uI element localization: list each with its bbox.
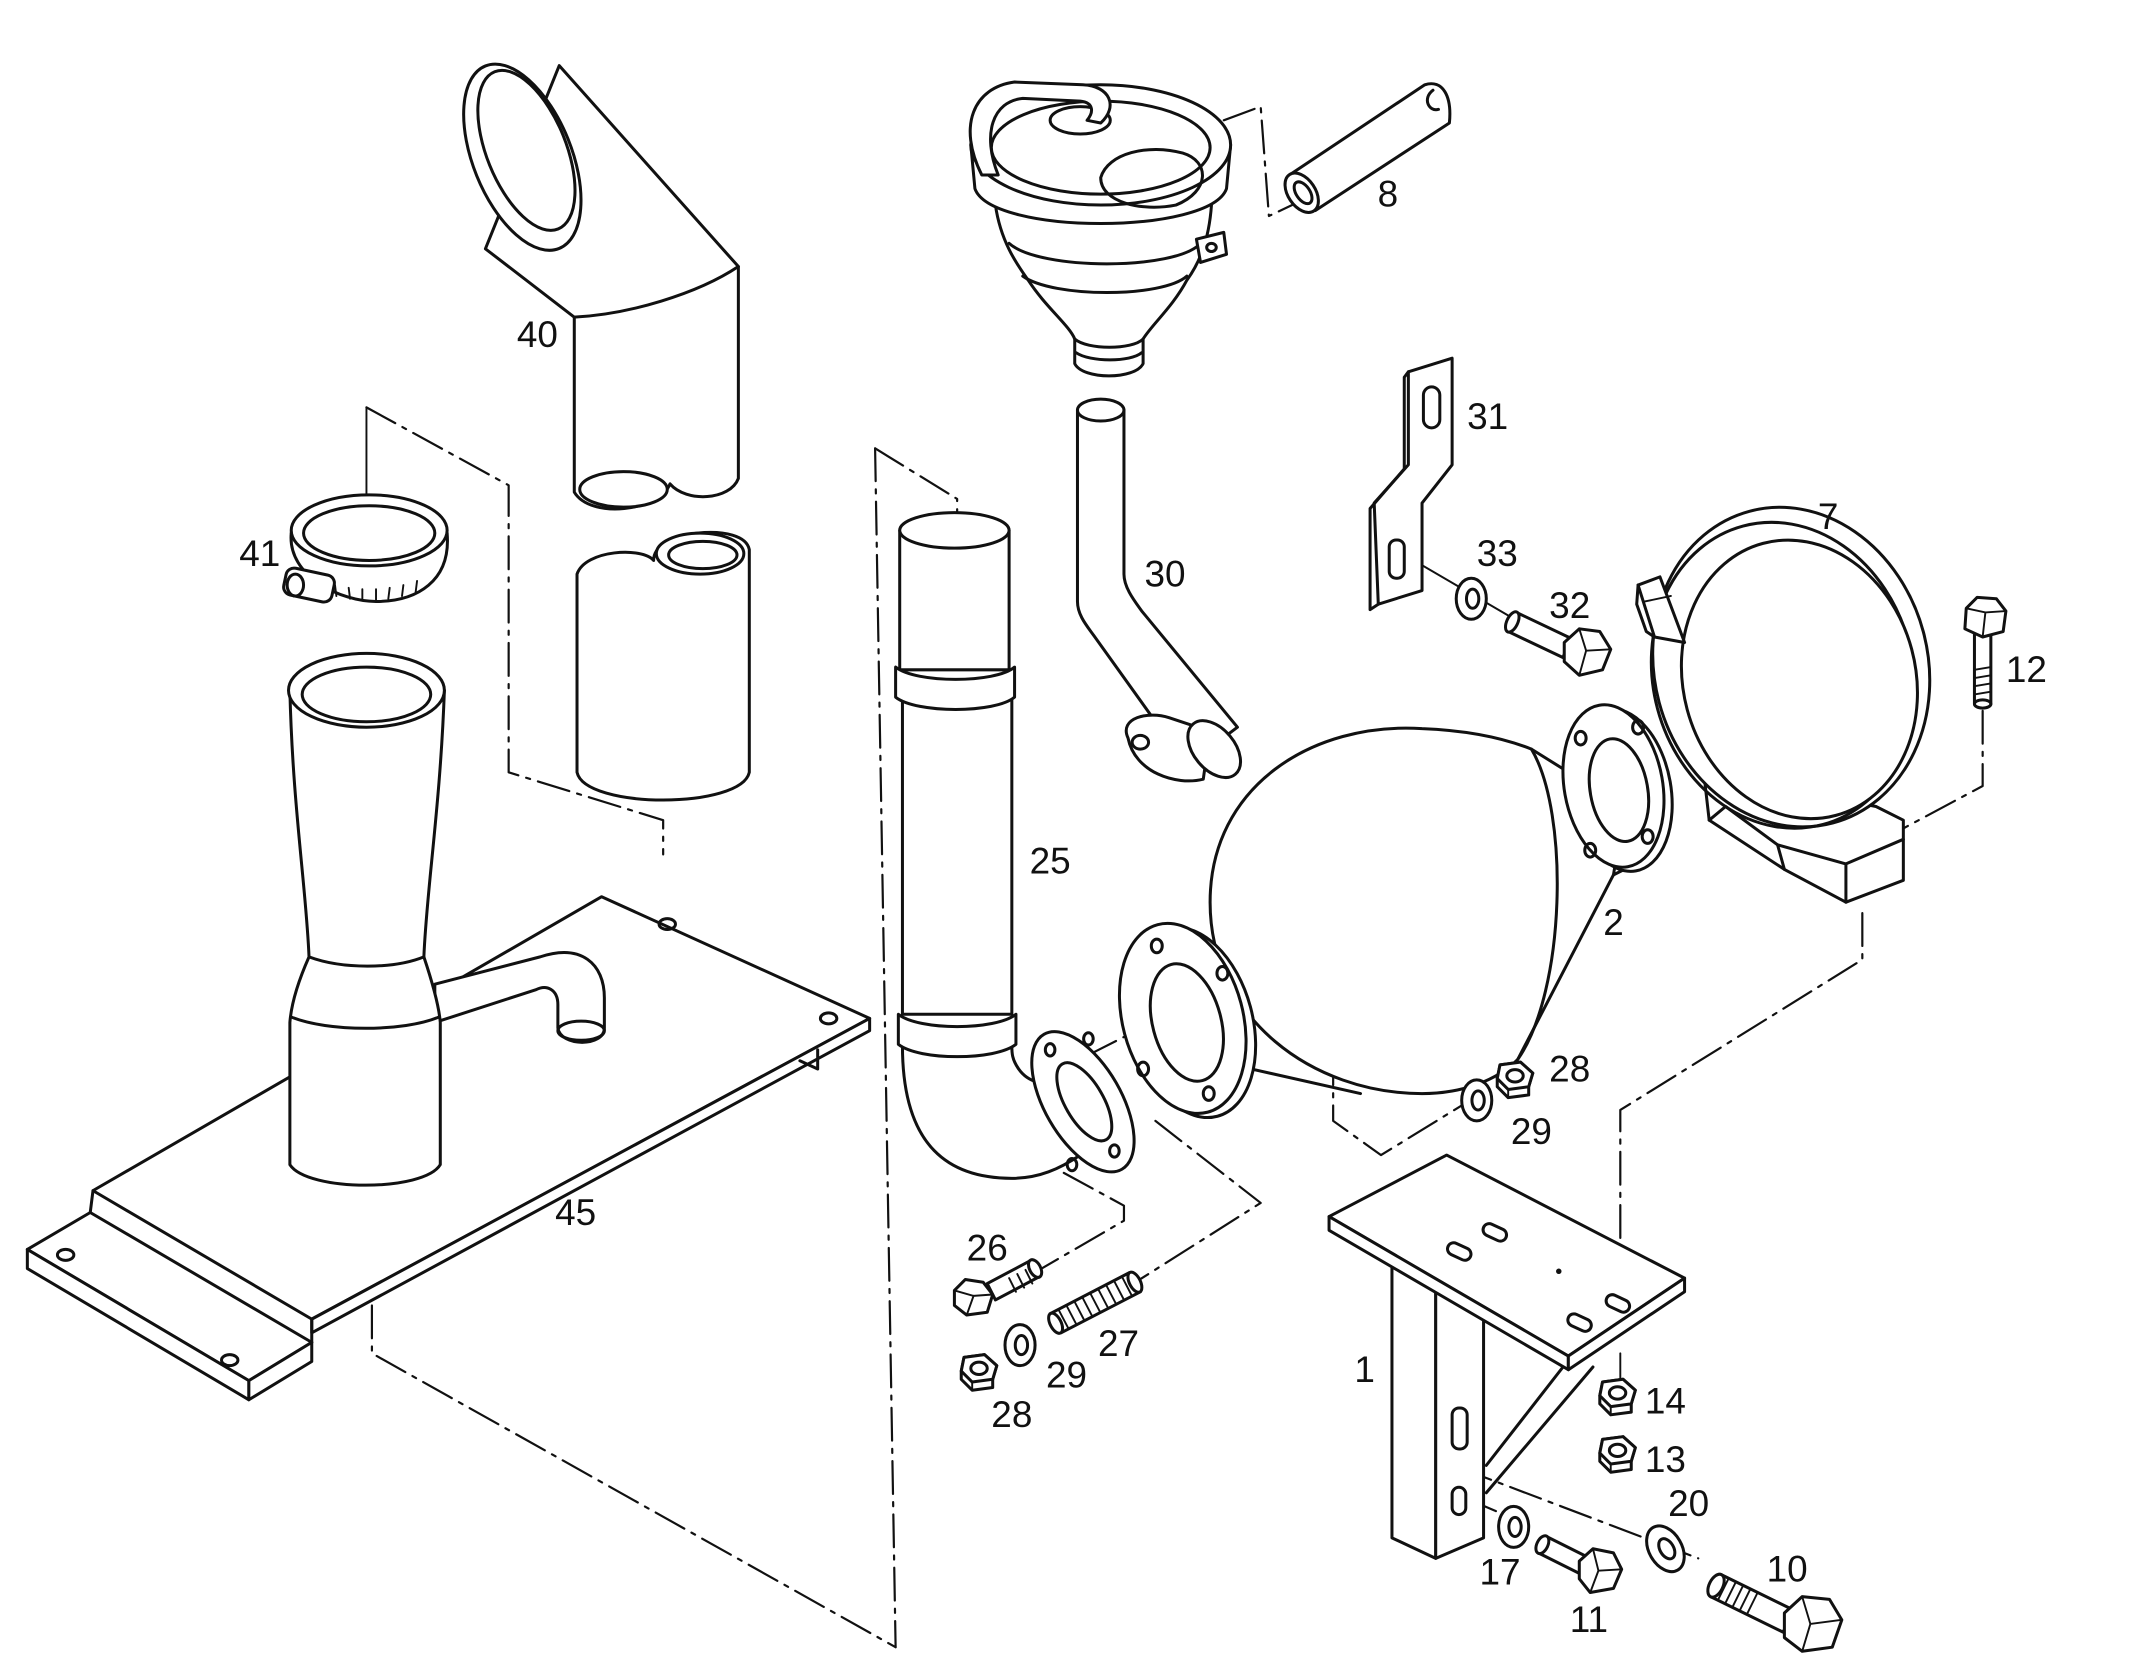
part-8-hose <box>1283 82 1452 214</box>
part-28-nut <box>959 1353 999 1392</box>
part-label-25: 25 <box>1030 840 1071 881</box>
part-7-band-clamp <box>1635 505 1932 904</box>
part-label-26: 26 <box>967 1227 1008 1268</box>
part-14-nut <box>1598 1377 1637 1417</box>
part-10-bolt <box>1706 1572 1844 1653</box>
part-25-pipe <box>894 511 1136 1180</box>
part-27-stud <box>1047 1270 1144 1335</box>
part-label-29: 29 <box>1511 1111 1552 1152</box>
part-13-nut <box>1598 1435 1637 1474</box>
flange-gasket <box>1117 921 1258 1120</box>
part-30-bent-pipe <box>1075 397 1243 783</box>
part-2-converter <box>1208 703 1674 1096</box>
part-label-10: 10 <box>1767 1549 1808 1590</box>
part-33-washer <box>1454 576 1488 621</box>
part-label-2: 2 <box>1603 902 1624 943</box>
part-1-support-bracket <box>1327 1153 1687 1560</box>
part-label-14: 14 <box>1645 1380 1686 1421</box>
part-32-bolt <box>1504 610 1613 677</box>
part-29-washer <box>1460 1078 1494 1123</box>
part-label-45: 45 <box>555 1192 596 1233</box>
part-20-washer <box>1645 1524 1686 1574</box>
part-labels: 40 41 8 31 30 33 32 7 12 25 2 45 28 29 2… <box>239 173 2047 1640</box>
part-label-27: 27 <box>1098 1323 1139 1364</box>
part-label-32: 32 <box>1549 585 1590 626</box>
part-31-bracket <box>1368 356 1454 612</box>
part-label-29: 29 <box>1046 1354 1087 1395</box>
part-29-washer <box>1003 1323 1037 1368</box>
part-12-bolt <box>1963 595 2008 710</box>
part-label-41: 41 <box>239 533 280 574</box>
part-label-7: 7 <box>1818 496 1839 537</box>
part-label-11: 11 <box>1570 1599 1608 1640</box>
part-label-31: 31 <box>1467 396 1508 437</box>
part-label-1: 1 <box>1354 1349 1375 1390</box>
part-40-elbow-pipe <box>462 62 751 802</box>
part-label-28: 28 <box>1549 1048 1590 1089</box>
part-label-40: 40 <box>517 314 558 355</box>
part-label-12: 12 <box>2006 649 2047 690</box>
part-label-17: 17 <box>1479 1551 1520 1592</box>
part-28-nut <box>1495 1060 1535 1100</box>
part-17-washer <box>1497 1504 1531 1549</box>
part-label-33: 33 <box>1477 533 1518 574</box>
part-label-13: 13 <box>1645 1439 1686 1480</box>
part-11-bolt <box>1534 1534 1624 1595</box>
part-45-base-plate <box>25 651 872 1402</box>
part-41-hose-clamp <box>282 493 449 604</box>
part-label-28: 28 <box>991 1394 1032 1435</box>
intake-funnel <box>968 80 1233 378</box>
part-label-30: 30 <box>1144 553 1185 594</box>
part-label-20: 20 <box>1668 1483 1709 1524</box>
part-label-8: 8 <box>1378 173 1399 214</box>
part-26-bolt <box>952 1258 1044 1317</box>
